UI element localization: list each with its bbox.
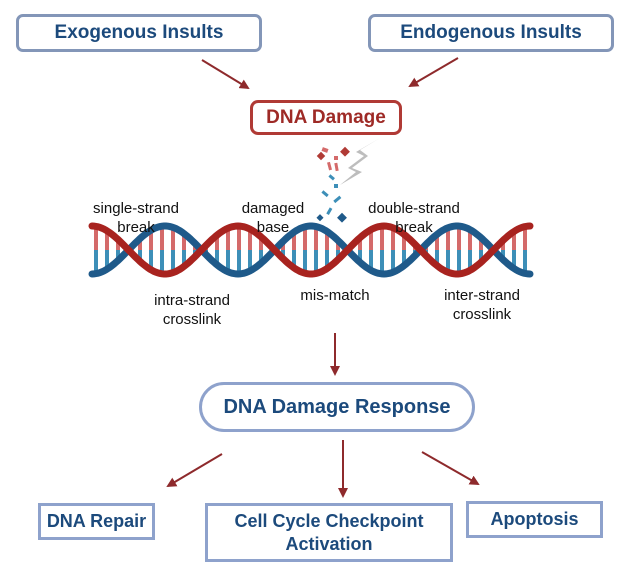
label-line: inter-strand xyxy=(444,287,520,304)
dna-damage-label: DNA Damage xyxy=(266,106,386,128)
apoptosis-label: Apoptosis xyxy=(490,509,579,529)
dna-strand-red xyxy=(88,222,534,278)
label-line: damaged xyxy=(241,200,305,217)
exogenous-insults-label: Exogenous Insults xyxy=(54,22,224,43)
lightning-bolt-icon xyxy=(340,138,380,185)
dna-damage-response-box: DNA Damage Response xyxy=(199,382,475,432)
dna-damage-box: DNA Damage xyxy=(250,100,402,135)
label-intra-strand-crosslink: intra-strand crosslink xyxy=(140,291,244,329)
label-line: mis-match xyxy=(300,287,370,304)
label-line: break xyxy=(395,219,433,236)
endogenous-insults-box: Endogenous Insults xyxy=(368,14,614,52)
dna-damage-response-label: DNA Damage Response xyxy=(223,395,451,418)
endogenous-insults-label: Endogenous Insults xyxy=(400,22,582,43)
exogenous-insults-box: Exogenous Insults xyxy=(16,14,262,52)
apoptosis-box: Apoptosis xyxy=(466,501,603,538)
broken-fragments-icon xyxy=(316,146,350,223)
dna-repair-label: DNA Repair xyxy=(46,511,147,531)
checkpoint-label-line1: Cell Cycle Checkpoint xyxy=(234,510,424,531)
label-line: break xyxy=(117,219,155,236)
label-inter-strand-crosslink: inter-strand crosslink xyxy=(432,286,532,324)
label-double-strand-break: double-strand break xyxy=(356,199,472,237)
dna-helix-icon xyxy=(88,222,534,278)
dna-repair-box: DNA Repair xyxy=(38,503,155,540)
arrow-exo-to-damage xyxy=(201,59,250,90)
arrow-response-to-repair xyxy=(166,453,223,488)
dna-strand-blue xyxy=(88,222,534,278)
label-line: crosslink xyxy=(452,306,512,323)
label-line: intra-strand xyxy=(154,292,230,309)
label-line: double-strand xyxy=(368,200,460,217)
arrow-response-to-apoptosis xyxy=(421,451,480,485)
label-line: base xyxy=(256,219,290,236)
label-mis-match: mis-match xyxy=(290,286,380,305)
checkpoint-label-line2: Activation xyxy=(285,533,373,554)
arrow-endo-to-damage xyxy=(408,57,459,88)
label-line: single-strand xyxy=(93,200,179,217)
label-line: crosslink xyxy=(162,311,222,328)
label-single-strand-break: single-strand break xyxy=(80,199,192,237)
label-damaged-base: damaged base xyxy=(228,199,318,237)
